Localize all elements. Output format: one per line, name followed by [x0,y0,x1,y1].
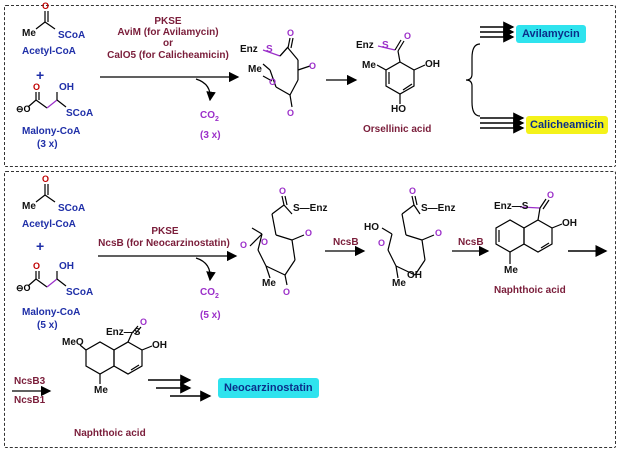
top-malonyl-coa-structure [27,92,67,109]
top-orsellinic-enz: Enz [356,40,374,51]
top-co2: CO2 [200,110,219,123]
top-malonyl-charge: ⊖O [16,104,31,114]
bottom-naph1-name: Naphthoic acid [494,285,566,296]
top-polyketide-intermediate [262,37,311,108]
bottom-malonyl-oh: OH [59,261,74,272]
product-avilamycin: Avilamycin [516,25,586,43]
bottom-co2-count: (5 x) [200,310,221,321]
bottom-inter1-s-enz: S—Enz [293,203,328,214]
bottom-acetyl-coa-structure [35,184,56,203]
svg-text:⊖O: ⊖O [16,283,31,293]
top-cond-line4: CalO5 (for Calicheamicin) [107,50,229,61]
product-calicheamicin: Calicheamicin [526,116,608,134]
svg-text:O: O [309,61,316,71]
bottom-acetyl-name: Acetyl-CoA [22,219,76,230]
svg-text:O: O [404,31,411,41]
bottom-acetyl-me: Me [22,201,36,212]
bottom-inter2-s-enz: S—Enz [421,203,456,214]
top-acetyl-me: Me [22,28,36,39]
bottom-naph2-name: Naphthoic acid [74,428,146,439]
top-cond-line1: PKSE [154,16,182,27]
svg-text:O: O [42,174,49,184]
top-orsellinic-oh1: OH [425,59,440,70]
top-acetyl-name: Acetyl-CoA [22,46,76,57]
top-cond-line2: AviM (for Avilamycin) [117,27,219,38]
top-pathway-panel [4,5,616,167]
bottom-malonyl-name: Malony-CoA [22,307,81,318]
top-inter-s: S [266,44,273,55]
top-inter-enz: Enz [240,44,258,55]
bottom-product-arrows [148,374,212,402]
svg-text:O: O [283,287,290,297]
svg-text:O: O [378,238,385,248]
svg-text:O: O [305,228,312,238]
bottom-acetyl-group: SCoA [58,203,86,214]
top-product-arrows [480,21,525,134]
bottom-naph1-me: Me [504,265,518,276]
svg-text:O: O [269,77,276,87]
bottom-naphthoic-acid-2 [79,325,153,384]
svg-text:O: O [240,240,247,250]
svg-text:O: O [435,228,442,238]
top-acetyl-coa-structure [35,11,56,30]
bottom-malonyl-group: SCoA [66,287,94,298]
bottom-naphthoic-acid-1 [495,198,563,264]
bottom-pathway-panel [4,171,616,448]
top-malonyl-name: Malony-CoA [22,126,81,137]
bottom-naph1-oh: OH [562,218,577,229]
bottom-co2-release-arrow [195,257,216,282]
top-plus: + [36,67,45,83]
top-acetyl-oxygen: O [42,1,49,11]
bottom-co2: CO2 [200,287,219,300]
top-co2-release-arrow [195,78,216,102]
top-malonyl-oxygen: O [33,82,40,92]
top-malonyl-group: SCoA [66,108,94,119]
bottom-cond-line1: PKSE [151,226,179,237]
svg-text:O: O [287,108,294,118]
top-inter-me: Me [248,64,262,75]
svg-text:O: O [261,237,268,247]
top-co2-count: (3 x) [200,130,221,141]
top-orsellinic-oh2: HO [391,104,406,115]
top-orsellinic-name: Orsellinic acid [363,124,432,135]
bottom-naph2-enz: Enz—S [106,327,141,338]
svg-text:O: O [409,186,416,196]
top-cond-line3: or [163,38,173,49]
top-branch-brace [465,43,481,117]
top-orsellinic-s: S [382,40,389,51]
bottom-malonyl-count: (5 x) [37,320,58,331]
bottom-intermediate-1 [249,195,305,286]
bottom-inter2-me: Me [392,278,406,289]
top-orsellinic-me: Me [362,60,376,71]
bottom-enzyme-b1: NcsB1 [14,395,46,406]
bottom-step3-enzyme: NcsB [458,237,484,248]
bottom-intermediate-2 [381,195,435,279]
bottom-naph2-meo: MeO [62,337,84,348]
bottom-inter2-ho: HO [364,222,379,233]
top-malonyl-count: (3 x) [37,139,58,150]
top-orsellinic-structure [376,39,426,104]
top-malonyl-oh: OH [59,82,74,93]
bottom-plus: + [36,238,45,254]
bottom-inter2-oh: OH [407,270,422,281]
product-neocarzinostatin: Neocarzinostatin [218,378,319,398]
svg-text:O: O [33,261,40,271]
bottom-cond-line2: NcsB (for Neocarzinostatin) [98,238,230,249]
top-acetyl-group: SCoA [58,30,86,41]
svg-text:O: O [287,28,294,38]
bottom-malonyl-coa-structure [27,271,67,288]
svg-text:O: O [547,190,554,200]
bottom-naph2-me: Me [94,385,108,396]
bottom-naph1-enz: Enz—S [494,201,529,212]
bottom-inter1-me: Me [262,278,276,289]
svg-text:O: O [140,317,147,327]
bottom-step2-enzyme: NcsB [333,237,359,248]
bottom-enzyme-b3: NcsB3 [14,376,46,387]
bottom-naph2-oh: OH [152,340,167,351]
svg-text:O: O [279,186,286,196]
